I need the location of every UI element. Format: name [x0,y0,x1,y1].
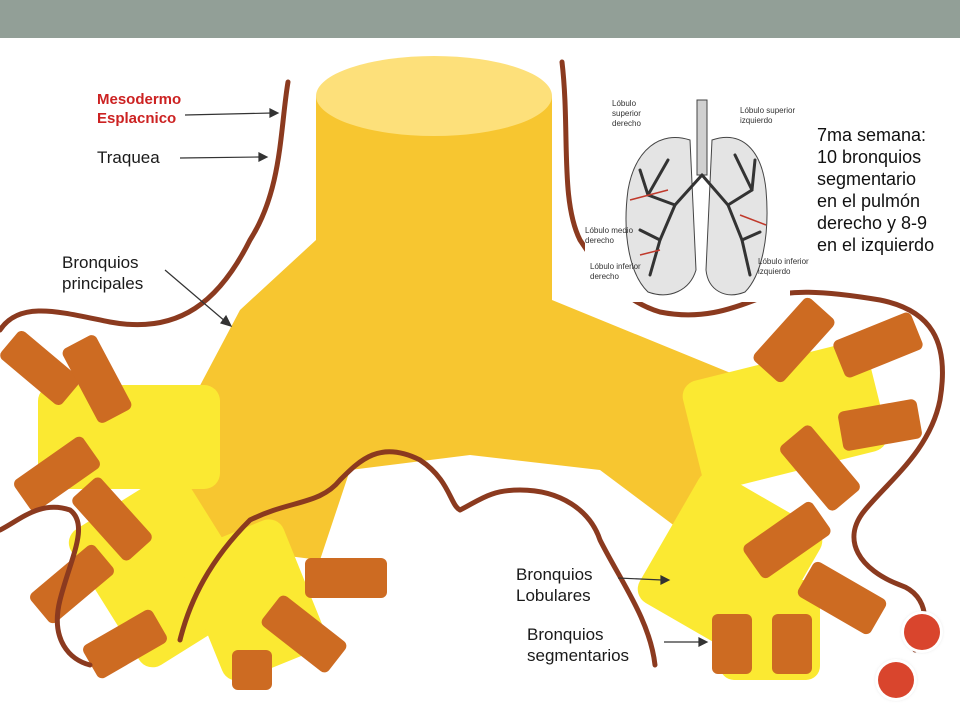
inset-trachea [696,99,708,176]
segmental-bronchus [797,561,887,635]
label-bronquios-lobulares: Bronquios Lobulares [516,564,593,606]
inset-bronchial-tree [638,153,762,277]
segmental-bronchus [838,399,922,451]
label-bronquios-segmentarios-line2: segmentarios [527,646,630,665]
segmental-bronchus [833,312,923,378]
primary-bronchi [150,96,760,560]
segmental-bronchus [0,330,80,406]
inset-label-lobulo-superior-derecho: Lóbulo superior derecho [612,99,641,129]
arrow-mesodermo [184,112,273,116]
label-traquea: Traquea [97,148,160,167]
label-bronquios-lobulares-line2: Lobulares [516,586,591,605]
mesoderm-outline-middle [177,449,658,668]
inset-label-lobulo-medio-derecho: Lóbulo medio derecho [585,226,633,246]
inset-lung-figure [585,92,790,302]
label-bronquios-principales-line2: principales [62,274,144,293]
segmental-bronchus [72,477,152,561]
header-bar [0,0,960,38]
inset-label-lobulo-inferior-derecho: Lóbulo inferior derecho [590,262,641,282]
label-arrows [164,108,709,647]
week-note-line: segmentario [817,169,917,189]
segmental-bronchus [261,595,347,673]
inset-label-lobulo-superior-izquierdo: Lóbulo superior izquierdo [740,106,795,126]
inset-label-line: Lóbulo inferior [758,257,809,266]
arrowhead-icon [660,575,671,585]
segmental-bronchus [780,425,860,511]
arrowhead-icon [220,314,233,327]
segmental-bronchus [14,436,100,512]
inset-label-line: Lóbulo medio [585,226,634,235]
arrowhead-icon [269,108,280,118]
inset-label-line: superior [612,109,641,118]
inset-label-line: Lóbulo inferior [590,262,641,271]
trachea-top [316,56,552,136]
segmental-bronchus [712,614,752,674]
segmental-bronchus [232,650,272,690]
label-bronquios-segmentarios-line1: Bronquios [527,625,604,644]
inset-label-line: izquierdo [740,116,773,125]
inset-label-line: Lóbulo superior [740,106,796,115]
inset-label-line: Lóbulo [612,99,637,108]
inset-label-line: derecho [585,236,614,245]
segmental-bronchus [30,544,114,624]
next-slide-button[interactable] [904,614,940,650]
week-note: 7ma semana: 10 bronquios segmentario en … [817,124,960,256]
label-bronquios-principales: Bronquios principales [62,252,143,294]
arrow-bronquios-principales [164,269,227,323]
inset-label-line: derecho [590,272,619,281]
inset-left-lung [705,136,768,296]
segmental-bronchus [743,501,831,579]
segmental-bronchus [83,609,167,679]
arrow-traquea [179,156,261,159]
label-mesodermo-line2: Esplacnico [97,110,177,127]
mesoderm-outline-left [0,79,291,668]
label-bronquios-lobulares-line1: Bronquios [516,565,593,584]
week-note-line: derecho y 8-9 [817,213,928,233]
week-note-line: en el pulmón [817,191,921,211]
label-bronquios-principales-line1: Bronquios [62,253,139,272]
arrow-bronquios-lobulares [617,577,663,581]
label-mesodermo-line1: Mesodermo [97,91,182,108]
week-note-line: 10 bronquios [817,147,922,167]
label-bronquios-segmentarios: Bronquios segmentarios [527,624,629,666]
previous-slide-button[interactable] [878,662,914,698]
week-note-line: en el izquierdo [817,235,935,255]
segmental-bronchus [753,297,835,383]
inset-label-line: izquierdo [758,267,791,276]
inset-label-line: derecho [612,119,641,128]
label-mesodermo: Mesodermo Esplacnico [97,90,181,128]
week-note-line: 7ma semana: [817,125,927,145]
lobular-bronchus [682,342,888,490]
inset-label-lobulo-inferior-izquierdo: Lóbulo inferior izquierdo [758,257,809,277]
arrowhead-icon [258,152,269,162]
segmental-bronchus [62,335,132,423]
segmental-bronchus [305,558,387,598]
segmental-bronchus [772,614,812,674]
arrowhead-icon [698,637,709,647]
inset-fissures [629,189,767,256]
